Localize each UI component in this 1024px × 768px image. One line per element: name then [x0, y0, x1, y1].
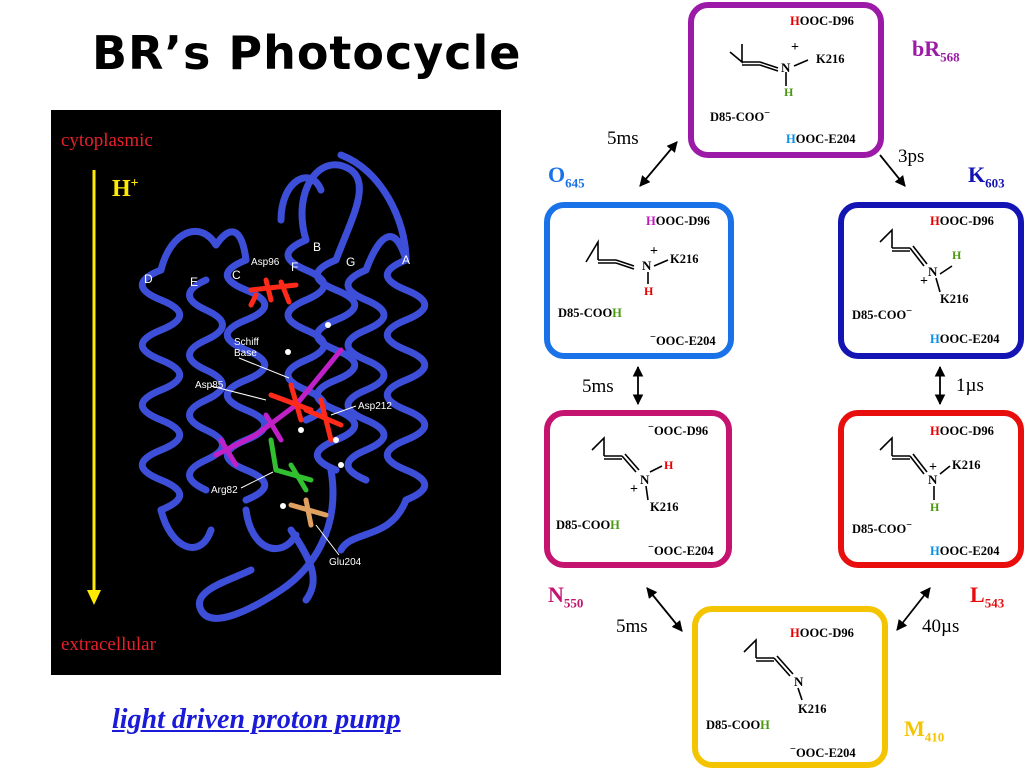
proton-label: H+ [112, 176, 139, 202]
time-br-k: 3ps [898, 146, 925, 167]
nitrogen: N [642, 258, 652, 273]
e204-label: −OOC-E204 [650, 332, 716, 349]
helix-label-e: E [190, 275, 199, 289]
time-n-o: 5ms [582, 376, 614, 397]
asp212-label: Asp212 [358, 401, 392, 412]
schiff-base-h: H [644, 284, 654, 298]
helix-label-a: A [402, 253, 411, 267]
arrow-l-m [896, 587, 931, 631]
arg82-label: Arg82 [211, 485, 238, 496]
glu204-label: Glu204 [329, 557, 362, 568]
d96-label: HOOC-D96 [646, 214, 710, 228]
retinal-structure-icon [729, 44, 809, 86]
d85-label: D85-COO− [852, 520, 913, 537]
d85-label: D85-COOH [706, 718, 770, 732]
retinal-structure-icon [585, 239, 669, 284]
protein-structure-figure: cytoplasmic extracellular H+ A B C D E F… [51, 110, 501, 675]
extracellular-label: extracellular [61, 634, 156, 655]
state-name-k: K603 [968, 162, 1005, 191]
asp96-label: Asp96 [251, 257, 280, 268]
schiff-base-h: H [664, 458, 674, 472]
asp85-label: Asp85 [195, 380, 224, 391]
lys-label: K216 [940, 292, 969, 306]
schiff-base-h: H [952, 248, 962, 262]
time-l-m: 40µs [922, 616, 960, 637]
slide-title: BR’s Photocycle [92, 26, 522, 80]
d85-label: D85-COO− [852, 306, 913, 323]
time-k-l: 1µs [956, 375, 984, 396]
time-m-n: 5ms [616, 616, 648, 637]
d85-label: D85-COO− [710, 108, 771, 125]
charge: + [920, 274, 928, 289]
lys-label: K216 [816, 52, 845, 66]
state-name-br: bR568 [912, 36, 960, 65]
state-name-l: L543 [970, 582, 1005, 611]
charge: + [929, 460, 937, 475]
state-box-br: + N H K216 HOOC-D96 D85-COO− HOOC-E204 [688, 2, 884, 158]
d96-label: HOOC-D96 [930, 424, 994, 438]
lys-label: K216 [670, 252, 699, 266]
e204-label: HOOC-E204 [786, 132, 856, 146]
helix-label-b: B [313, 240, 322, 254]
e204-label: −OOC-E204 [790, 744, 856, 761]
schiff-base-h: H [784, 85, 794, 99]
d96-label: HOOC-D96 [930, 214, 994, 228]
schiff-base-label: Schiff Base [234, 337, 259, 359]
lys-label: K216 [650, 500, 679, 514]
d96-label: −OOC-D96 [648, 422, 709, 439]
state-name-m: M410 [904, 716, 945, 745]
lys-label: K216 [798, 702, 827, 716]
retinal-structure-icon [591, 436, 663, 501]
helix-label-c: C [232, 268, 241, 282]
retinal-structure-icon [743, 638, 803, 701]
arrow-br-k [879, 154, 906, 187]
d85-label: D85-COOH [556, 518, 620, 532]
charge: + [791, 40, 799, 55]
state-box-o: + N H K216 HOOC-D96 D85-COOH −OOC-E204 [544, 202, 734, 359]
retinal-structure-icon [879, 228, 953, 293]
state-box-k: + N H K216 HOOC-D96 D85-COO− HOOC-E204 [838, 202, 1024, 359]
lys-label: K216 [952, 458, 981, 472]
state-name-o: O645 [548, 162, 585, 191]
state-name-n: N550 [548, 582, 584, 611]
d96-label: HOOC-D96 [790, 14, 854, 28]
charge: + [630, 482, 638, 497]
state-box-n: + N H K216 −OOC-D96 D85-COOH −OOC-E204 [544, 410, 732, 568]
arrow-m-n [646, 587, 683, 632]
helix-label-f: F [291, 260, 299, 274]
e204-label: HOOC-E204 [930, 332, 1000, 346]
figure-caption: light driven proton pump [112, 704, 401, 735]
nitrogen: N [794, 674, 804, 689]
state-box-m: N K216 HOOC-D96 D85-COOH −OOC-E204 [692, 606, 888, 768]
e204-label: HOOC-E204 [930, 544, 1000, 558]
protein-ribbon [87, 151, 429, 622]
nitrogen: N [781, 60, 791, 75]
d96-label: HOOC-D96 [790, 626, 854, 640]
cytoplasmic-label: cytoplasmic [61, 130, 153, 151]
nitrogen: N [928, 472, 938, 487]
nitrogen: N [928, 264, 938, 279]
state-box-l: + N H K216 HOOC-D96 D85-COO− HOOC-E204 [838, 410, 1024, 568]
retinal-structure-icon [879, 436, 951, 500]
time-o-br: 5ms [607, 128, 639, 149]
nitrogen: N [640, 472, 650, 487]
d85-label: D85-COOH [558, 306, 622, 320]
schiff-base-h: H [930, 500, 940, 514]
helix-label-g: G [346, 255, 356, 269]
charge: + [650, 244, 658, 259]
arrow-o-br [639, 141, 678, 187]
e204-label: −OOC-E204 [648, 542, 714, 559]
helix-label-d: D [144, 272, 153, 286]
